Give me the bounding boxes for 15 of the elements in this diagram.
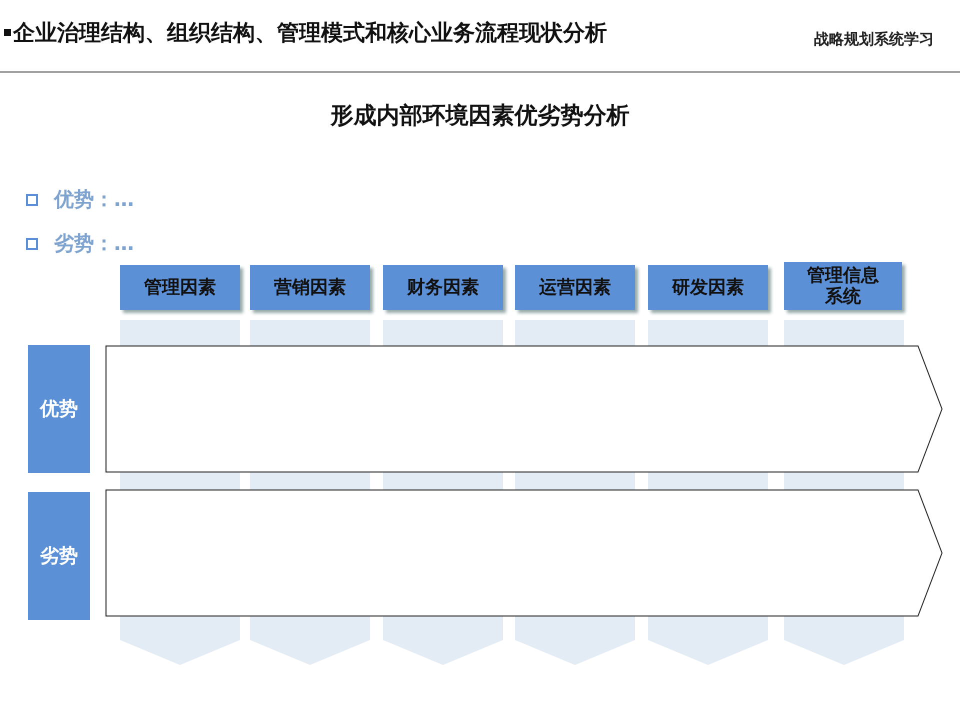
row-label: 劣势	[28, 492, 90, 620]
column-header: 运营因素	[515, 265, 635, 310]
column-header: 财务因素	[383, 265, 503, 310]
arrow-band	[105, 489, 943, 617]
subtitle: 形成内部环境因素优劣势分析	[329, 102, 630, 131]
column-header: 研发因素	[648, 265, 768, 310]
page-title: 企业治理结构、组织结构、管理模式和核心业务流程现状分析	[13, 20, 607, 48]
bullet-text: 劣势：…	[54, 230, 134, 257]
header-note: 战略规划系统学习	[814, 30, 934, 49]
column-header: 管理因素	[120, 265, 240, 310]
bullet-text: 优势：…	[54, 186, 134, 213]
arrow-band	[105, 345, 943, 473]
column-header: 管理信息系统	[784, 262, 902, 310]
row-label: 优势	[28, 345, 90, 473]
column-header: 营销因素	[250, 265, 370, 310]
